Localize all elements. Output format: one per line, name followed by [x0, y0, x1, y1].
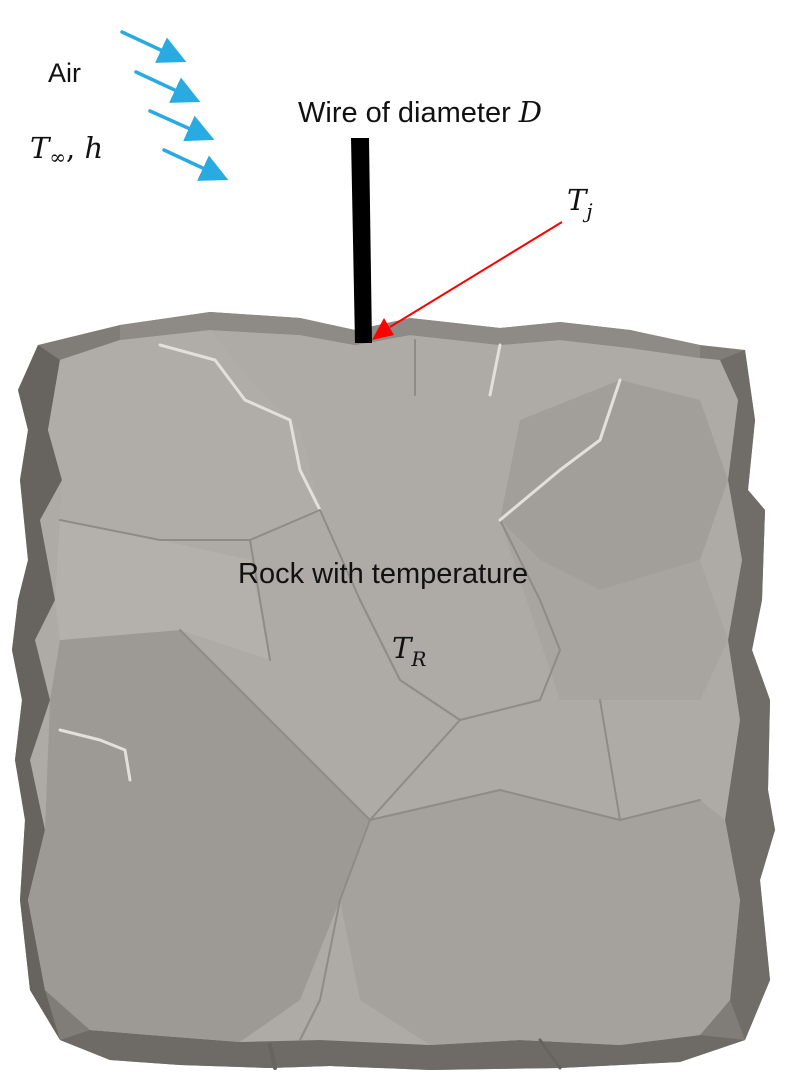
- air-arrow-1: [120, 30, 187, 63]
- rock-side-shade-bottom: [60, 1030, 745, 1070]
- junction-temperature-subscript: j: [582, 199, 592, 223]
- wire: [351, 138, 372, 343]
- air-label: Air: [48, 58, 81, 88]
- rock-temperature-symbol: T: [392, 631, 414, 665]
- rock-facet-4: [55, 520, 270, 660]
- air-temperature-symbol: T: [30, 131, 52, 165]
- rock-label: Rock with temperature: [238, 558, 528, 590]
- junction-temperature-symbol: T: [567, 183, 589, 217]
- rock: [12, 312, 775, 1070]
- rock-facet-3: [340, 790, 740, 1045]
- air-conditions-label: T∞, h: [30, 131, 103, 169]
- rock-cracks: [58, 339, 701, 1070]
- rock-facet-2: [28, 630, 370, 1042]
- air-separator: ,: [66, 131, 84, 165]
- junction-pointer-arrow: [372, 221, 563, 340]
- wire-diameter-symbol: D: [518, 95, 542, 129]
- air-arrow-2: [134, 70, 201, 103]
- rock-temperature-label: TR: [392, 631, 426, 671]
- air-temperature-subscript: ∞: [49, 145, 66, 169]
- air-flow-arrows: [120, 30, 229, 181]
- rock-side-shade-right: [720, 350, 775, 1040]
- rock-top-rim: [120, 312, 700, 358]
- rock-facet-1: [500, 380, 728, 590]
- rock-side-shade-left: [12, 345, 62, 1040]
- air-h-symbol: h: [84, 131, 103, 165]
- wire-label-text: Wire of diameter: [298, 97, 519, 129]
- rock-facet-6: [48, 330, 320, 540]
- junction-temperature-label: Tj: [567, 183, 593, 223]
- rock-temperature-subscript: R: [410, 647, 426, 671]
- air-arrow-3: [148, 109, 215, 142]
- air-arrow-4: [162, 148, 229, 181]
- wire-label: Wire of diameter D: [298, 95, 542, 129]
